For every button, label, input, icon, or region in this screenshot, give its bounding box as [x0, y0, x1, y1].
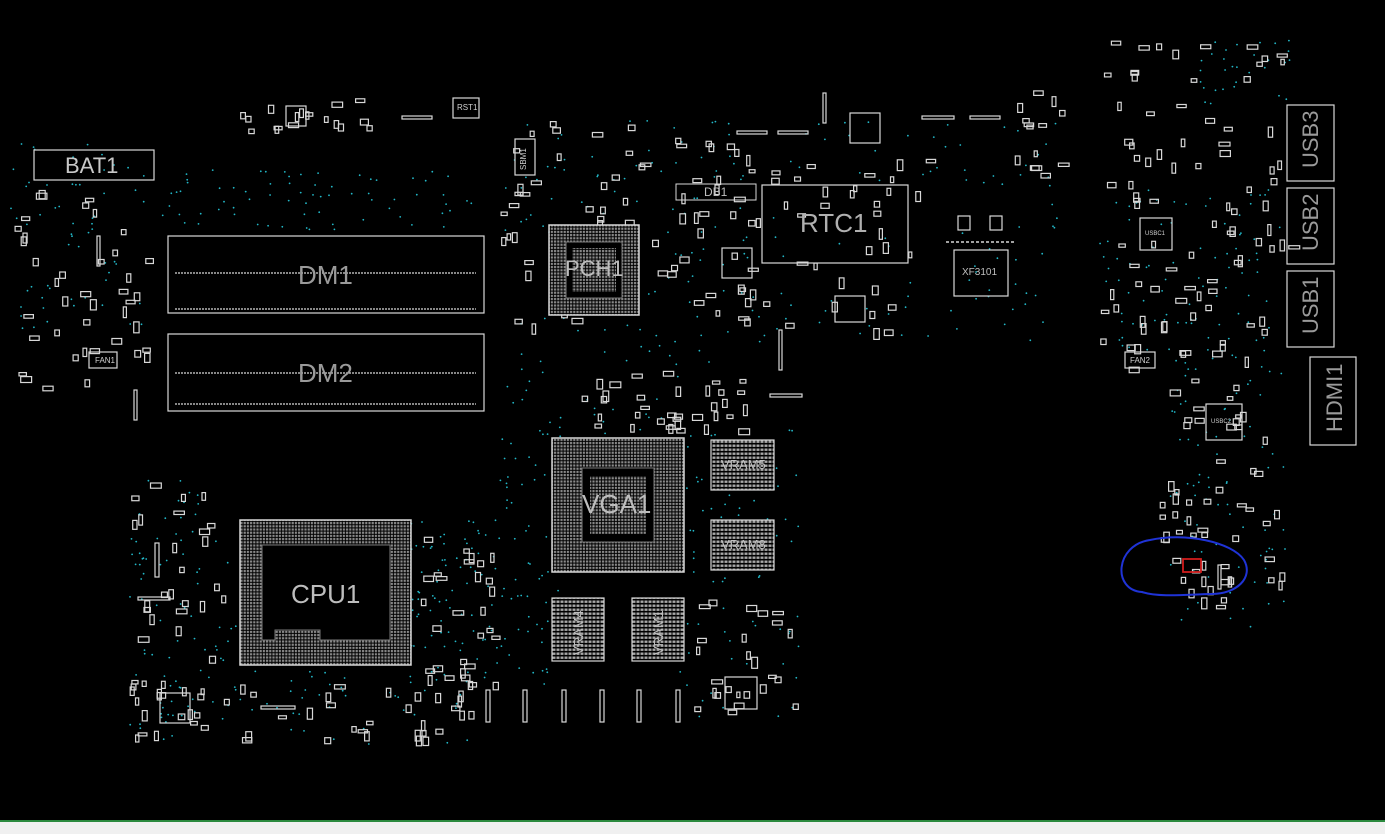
cpu1-bga[interactable]	[239, 519, 412, 666]
usbc2-label: USBC2	[1211, 419, 1232, 425]
dm2-slot[interactable]	[167, 333, 485, 412]
via-dots	[10, 39, 1291, 745]
usb3-label: USB3	[1298, 110, 1323, 168]
highlight-circle	[1120, 536, 1248, 597]
db1-outline[interactable]	[675, 183, 757, 201]
usb2-connector[interactable]	[1286, 187, 1335, 265]
usbc1-label: USBC1	[1145, 231, 1166, 237]
xf3101-label: XF3101	[962, 267, 998, 278]
fan1-label: FAN1	[95, 356, 116, 365]
vram1-label: VRAM1	[651, 610, 666, 655]
vram5-label: VRAM5	[721, 457, 766, 472]
vram4-label: VRAM4	[571, 610, 586, 655]
vram5-chip[interactable]	[710, 439, 775, 491]
usb1-connector[interactable]	[1286, 270, 1335, 348]
pch1-label: PCH1	[565, 256, 624, 281]
vram1-chip[interactable]	[631, 597, 685, 662]
xf3101-outline[interactable]	[953, 249, 1009, 297]
db1-label: DB1	[704, 185, 728, 199]
hdmi1-connector[interactable]	[1309, 356, 1357, 446]
vga1-label: VGA1	[582, 489, 652, 519]
status-bar	[0, 820, 1385, 834]
highlight-box	[1182, 558, 1202, 573]
bat1-outline[interactable]	[33, 149, 155, 181]
rtc1-label: RTC1	[800, 208, 868, 238]
vga1-bga[interactable]	[551, 437, 685, 573]
dm1-label: DM1	[298, 260, 353, 290]
dm1-slot[interactable]	[167, 235, 485, 314]
usbc1-chip[interactable]	[1139, 217, 1173, 251]
fan2-label: FAN2	[1130, 356, 1151, 365]
vram4-chip[interactable]	[551, 597, 605, 662]
usbc2-chip[interactable]	[1205, 403, 1243, 441]
rst1-label: RST1	[457, 103, 478, 112]
vram8-chip[interactable]	[710, 519, 775, 571]
bat1-label: BAT1	[65, 153, 119, 178]
usb2-label: USB2	[1298, 193, 1323, 251]
rtc1-outline[interactable]	[761, 184, 909, 264]
usb3-connector[interactable]	[1286, 104, 1335, 182]
usb1-label: USB1	[1298, 276, 1323, 334]
sbm1-label: SBM1	[519, 148, 528, 170]
hdmi1-label: HDMI1	[1322, 363, 1347, 432]
cpu1-label: CPU1	[291, 579, 361, 609]
dm2-label: DM2	[298, 358, 353, 388]
pch1-bga[interactable]	[548, 224, 640, 316]
vram8-label: VRAM8	[721, 537, 766, 552]
